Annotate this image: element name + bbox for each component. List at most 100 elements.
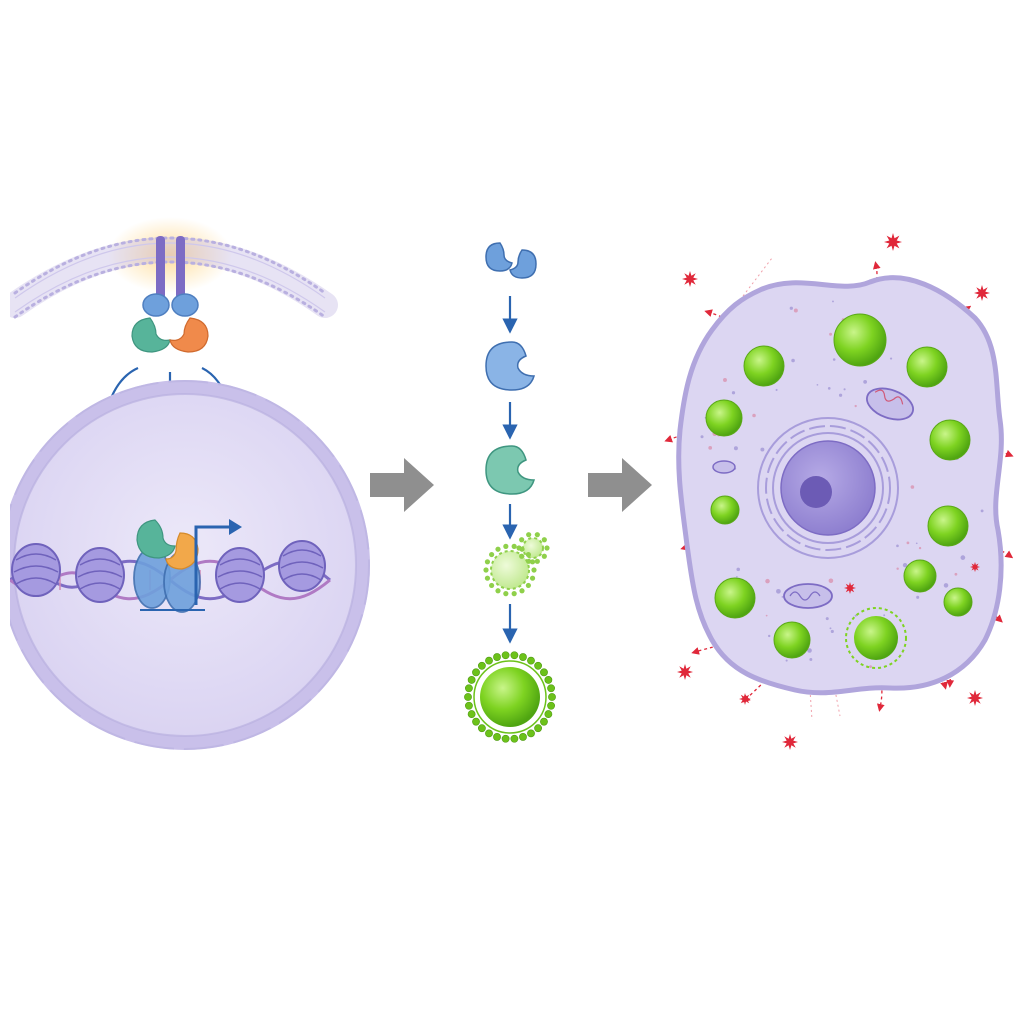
vesicle-dot bbox=[467, 676, 476, 684]
speckle bbox=[915, 542, 918, 545]
burst bbox=[739, 693, 751, 705]
bud-dot bbox=[495, 546, 501, 552]
speckle bbox=[731, 391, 736, 395]
bud-dot bbox=[511, 591, 517, 597]
bud-dot bbox=[525, 582, 531, 589]
protein-monomer-icon bbox=[485, 341, 535, 391]
speckle bbox=[775, 388, 778, 391]
speckle bbox=[832, 358, 836, 361]
bud-dots bbox=[483, 532, 550, 597]
speckle bbox=[723, 378, 727, 382]
granule bbox=[705, 399, 743, 437]
burst bbox=[844, 582, 856, 594]
mature-vesicle-dots bbox=[464, 651, 556, 743]
speckle bbox=[832, 300, 834, 303]
speckle bbox=[869, 665, 872, 668]
speckle bbox=[954, 572, 958, 576]
burst bbox=[677, 664, 693, 680]
transcription-factor-icon bbox=[133, 519, 205, 613]
bud-dot bbox=[529, 559, 536, 565]
granule bbox=[929, 419, 971, 461]
panel-signaling bbox=[10, 217, 370, 750]
vesicle-dot bbox=[467, 710, 476, 718]
bud-dot bbox=[519, 537, 525, 543]
bud-dot bbox=[503, 591, 509, 597]
bud-dot bbox=[489, 551, 495, 558]
granule bbox=[903, 559, 937, 593]
vesicle-dot bbox=[519, 653, 527, 661]
speckle bbox=[863, 379, 867, 384]
granule bbox=[906, 346, 948, 388]
speckle bbox=[916, 595, 920, 599]
bud-dot bbox=[511, 543, 517, 549]
speckle bbox=[816, 383, 819, 386]
granule bbox=[833, 313, 887, 367]
speckle bbox=[906, 541, 910, 545]
speckle bbox=[708, 445, 713, 450]
budding-vesicle-icon bbox=[483, 532, 550, 597]
speckle bbox=[760, 447, 765, 452]
bud-dot bbox=[516, 545, 522, 551]
process-arrow-icon bbox=[370, 458, 434, 512]
vesicle-dot bbox=[519, 733, 527, 741]
speckle bbox=[752, 413, 756, 418]
vesicle-dot bbox=[510, 734, 519, 743]
speckle bbox=[768, 634, 771, 638]
mature-vesicle-icon bbox=[464, 651, 556, 743]
bud-dot bbox=[534, 558, 540, 564]
speckle bbox=[896, 567, 899, 570]
bud-dot bbox=[519, 553, 525, 559]
speckle bbox=[889, 357, 893, 360]
speckle bbox=[700, 435, 704, 439]
vesicle-dot bbox=[547, 701, 555, 710]
speckle bbox=[791, 358, 795, 363]
folded-protein-icon bbox=[485, 445, 535, 495]
speckle bbox=[854, 404, 857, 408]
speckle bbox=[943, 583, 949, 588]
mitochondrion-icon bbox=[712, 387, 914, 609]
vesicle-dot bbox=[501, 651, 510, 660]
vesicle-dot bbox=[465, 684, 473, 693]
cell-nucleus bbox=[757, 417, 899, 559]
bud-dot bbox=[526, 558, 532, 564]
speckle bbox=[736, 575, 738, 578]
bud-dot bbox=[529, 575, 536, 581]
speckle bbox=[830, 629, 834, 634]
vesicle-dot bbox=[472, 668, 480, 677]
release-trail bbox=[704, 309, 761, 346]
vesicle-dot bbox=[544, 676, 553, 684]
speckle bbox=[789, 306, 793, 310]
speckle bbox=[781, 595, 784, 598]
speckle bbox=[733, 446, 738, 451]
receptor-icon bbox=[131, 236, 209, 353]
bud-dot bbox=[534, 532, 540, 538]
vesicle-dot bbox=[465, 701, 473, 710]
vesicle-dot bbox=[501, 734, 510, 743]
granule bbox=[943, 587, 973, 617]
vesicle-dot bbox=[527, 729, 535, 738]
release-trail bbox=[951, 448, 1014, 458]
vesicle-dot bbox=[544, 710, 553, 718]
vesicle-dot bbox=[485, 656, 493, 665]
granule bbox=[743, 345, 785, 387]
vesicle-dot bbox=[547, 684, 555, 693]
speckle bbox=[828, 578, 834, 584]
docking-vesicle bbox=[845, 607, 907, 669]
transcription-start-arrow-icon bbox=[194, 525, 232, 605]
vesicle-dot bbox=[540, 668, 548, 677]
speckle bbox=[902, 562, 908, 568]
speckle bbox=[827, 387, 831, 390]
vesicle-dot bbox=[534, 724, 543, 733]
speckle bbox=[785, 659, 788, 662]
bud-dot bbox=[519, 588, 525, 594]
bud-dot bbox=[483, 567, 489, 573]
speckle bbox=[829, 627, 832, 630]
speckle bbox=[793, 308, 798, 313]
burst bbox=[782, 734, 798, 750]
bud-dot bbox=[531, 567, 537, 573]
vesicle-dot bbox=[477, 661, 486, 670]
transcription-start-arrowhead bbox=[229, 519, 242, 535]
burst bbox=[974, 285, 990, 301]
vesicle-dot bbox=[540, 717, 548, 726]
